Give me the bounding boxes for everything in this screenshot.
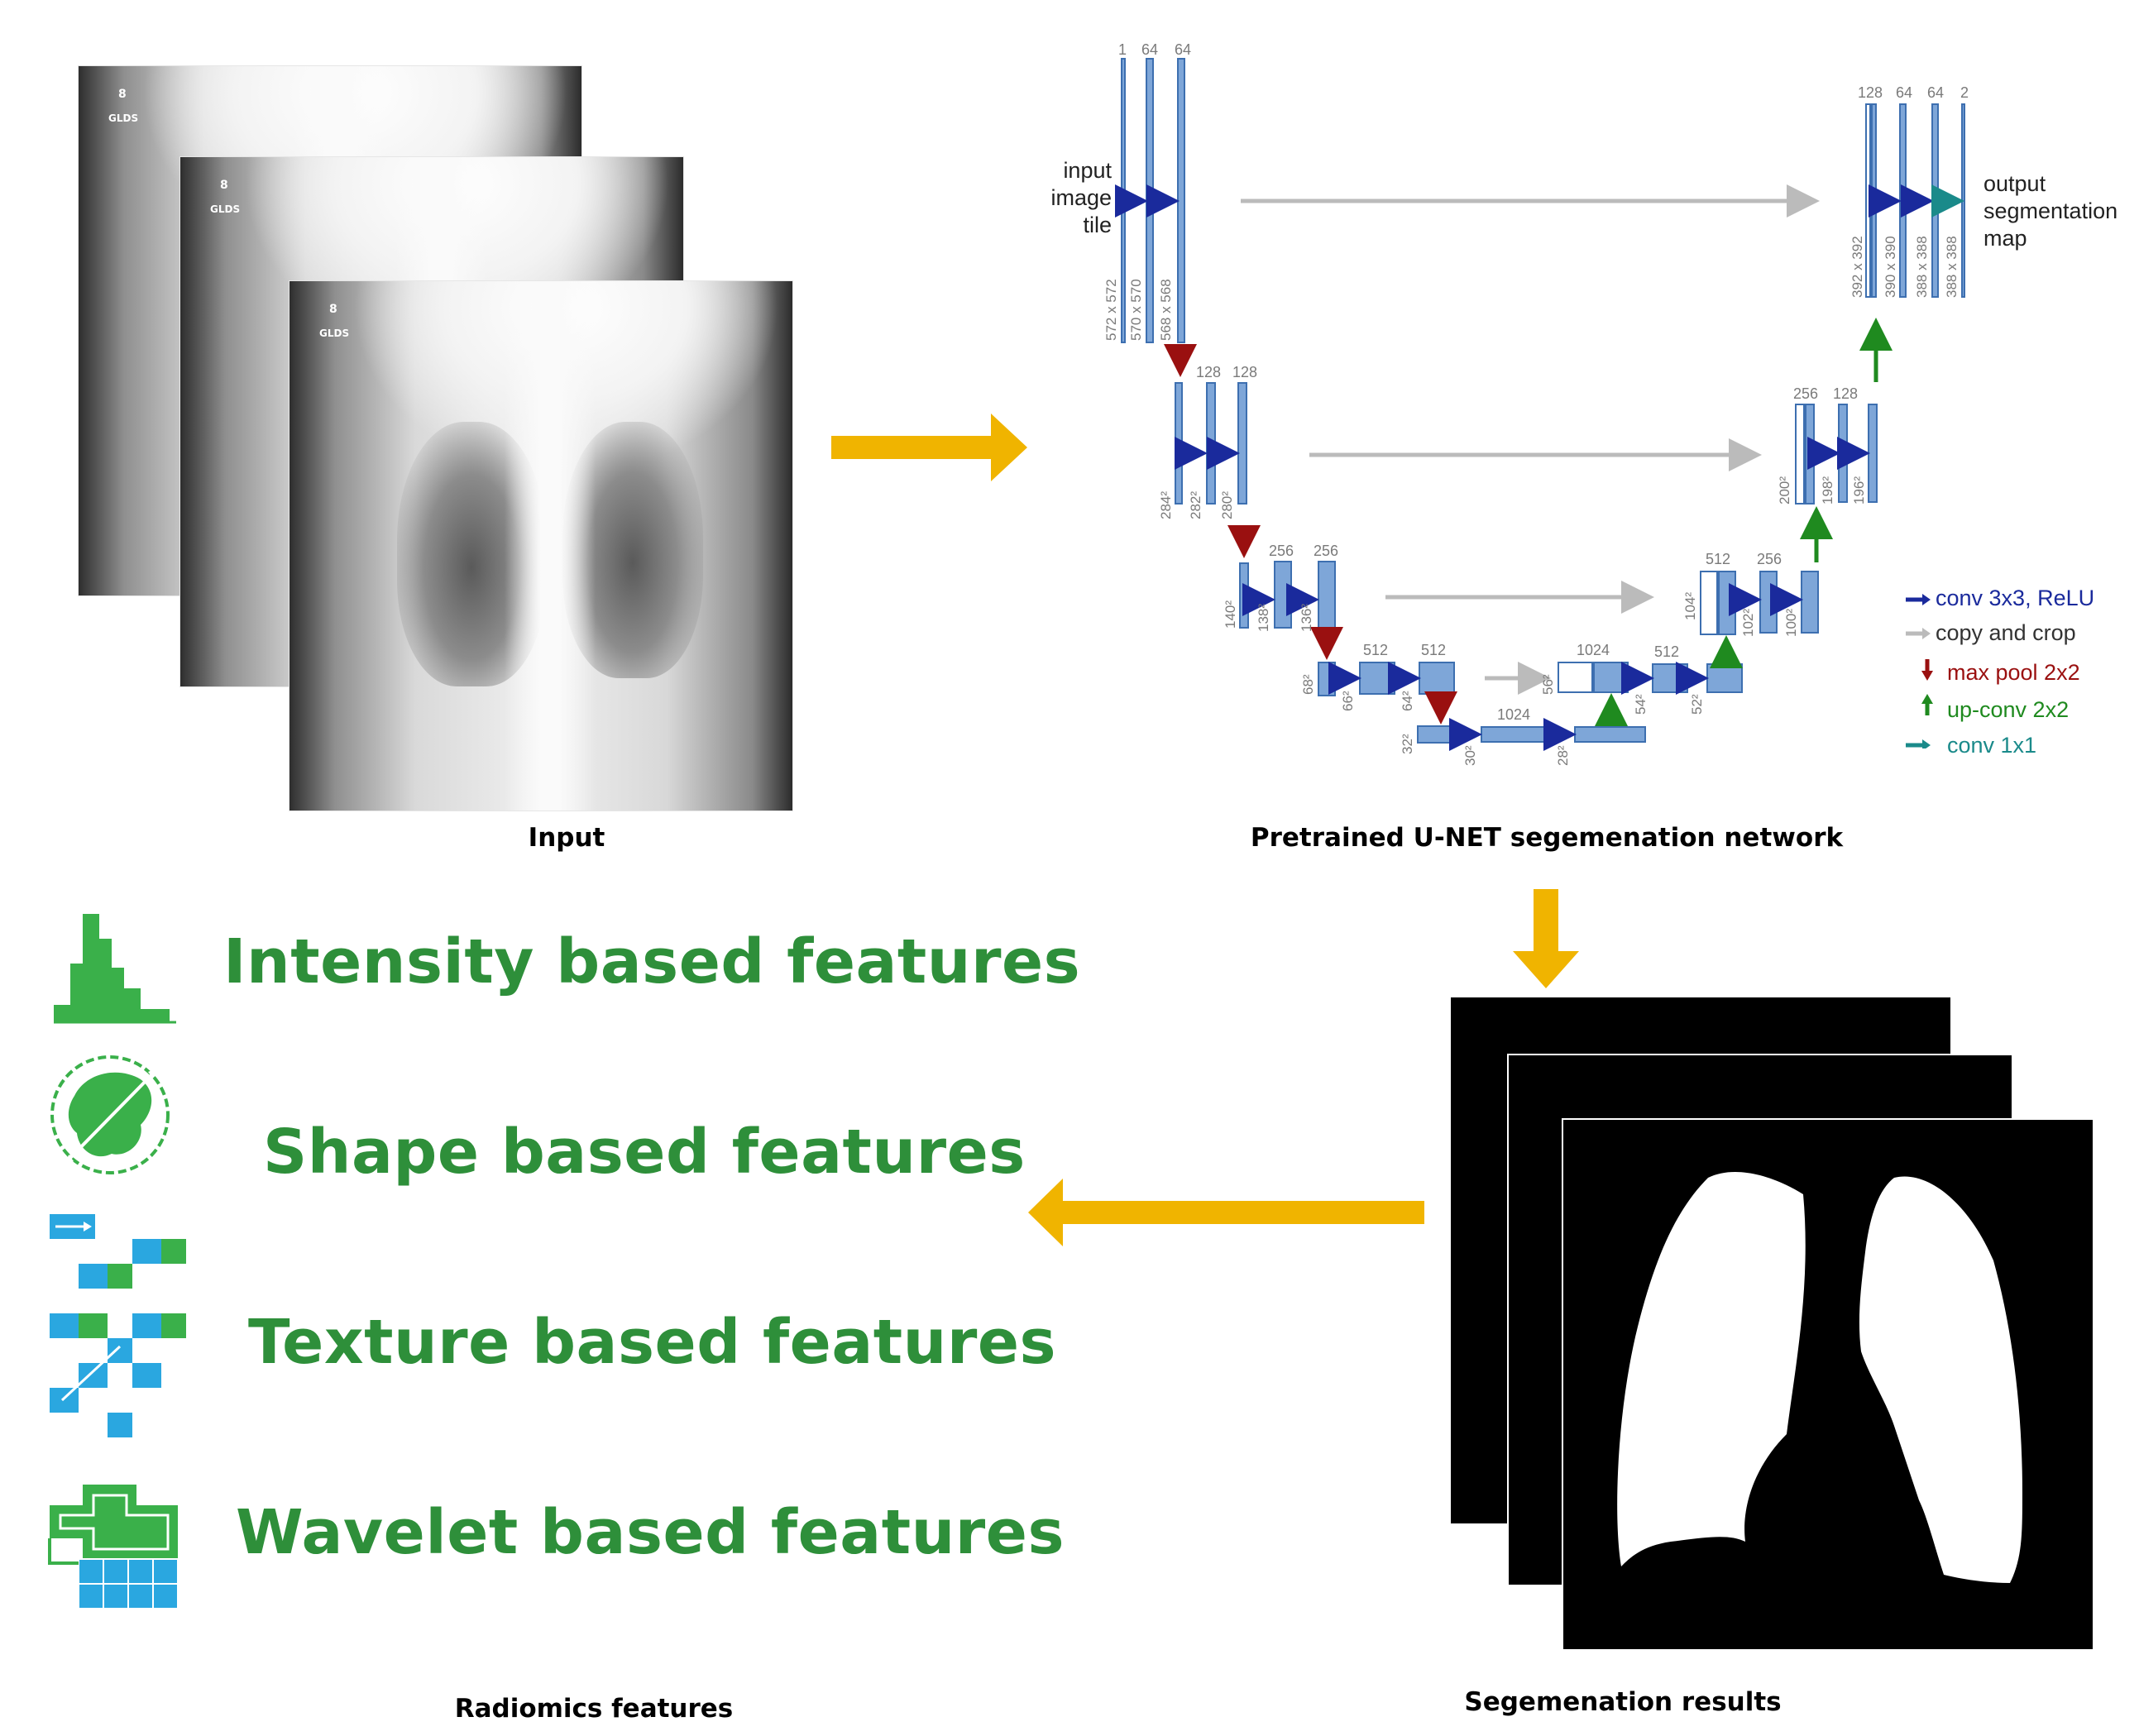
unet-channel-label: 512 — [1363, 642, 1389, 658]
unet-output-label: output segmentation map — [1983, 171, 2118, 251]
unet-channel-label: 256 — [1757, 551, 1782, 567]
unet-channel-label: 128 — [1232, 364, 1258, 380]
feature-label-shape: Shape based features — [263, 1117, 1026, 1188]
unet-size-label: 100² — [1783, 608, 1799, 637]
unet-size-label: 390 x 390 — [1883, 236, 1898, 298]
shape-icon — [50, 1055, 170, 1174]
lung-mask — [1617, 1171, 2022, 1583]
legend-upconv-label: up-conv 2x2 — [1947, 697, 2070, 722]
unet-channel-label: 1024 — [1497, 706, 1531, 723]
xray-marker-sub: GLDS — [108, 112, 139, 124]
unet-size-label: 52² — [1689, 694, 1705, 715]
unet-block — [1706, 663, 1743, 693]
unet-channel-label: 64 — [1896, 84, 1913, 101]
xray-marker: 8 — [220, 179, 228, 192]
segmentation-mask-front — [1562, 1118, 2094, 1651]
unet-input-label: input image tile — [1050, 158, 1112, 237]
unet-size-label: 568 x 568 — [1158, 279, 1174, 341]
unet-channel-label: 256 — [1793, 385, 1819, 402]
xray-marker-sub: GLDS — [210, 203, 241, 215]
unet-size-label: 198² — [1820, 476, 1835, 505]
unet-channel-label: 512 — [1706, 551, 1731, 567]
xray-marker: 8 — [118, 88, 127, 101]
feature-label-wavelet: Wavelet based features — [236, 1497, 1065, 1568]
xray-marker-sub: GLDS — [319, 328, 350, 339]
unet-size-label: 136² — [1299, 603, 1314, 632]
unet-size-label: 56² — [1540, 674, 1556, 695]
feature-label-texture: Texture based features — [248, 1307, 1057, 1378]
unet-size-label: 104² — [1682, 591, 1698, 620]
feature-label-intensity: Intensity based features — [223, 926, 1081, 997]
unet-size-label: 392 x 392 — [1849, 236, 1865, 298]
legend-copy-label: copy and crop — [1936, 620, 2076, 645]
unet-channel-label: 128 — [1858, 84, 1883, 101]
unet-size-label: 388 x 388 — [1914, 236, 1930, 298]
unet-size-label: 30² — [1462, 745, 1478, 766]
input-caption: Input — [528, 823, 605, 853]
arrow-segmentation-to-features — [1028, 1179, 1424, 1246]
histogram-icon — [54, 914, 176, 1024]
unet-channel-label: 2 — [1960, 84, 1969, 101]
legend-maxpool-label: max pool 2x2 — [1947, 660, 2080, 685]
unet-size-label: 28² — [1555, 745, 1571, 766]
unet-block — [1558, 662, 1593, 693]
unet-channel-label: 128 — [1196, 364, 1222, 380]
unet-channel-label: 1024 — [1577, 642, 1610, 658]
unet-channel-label: 128 — [1833, 385, 1859, 402]
unet-block — [1795, 404, 1805, 505]
segmentation-caption: Segemenation results — [1464, 1687, 1782, 1717]
unet-size-label: 64² — [1400, 691, 1415, 711]
radiomics-caption: Radiomics features — [454, 1694, 734, 1724]
unet-channel-label: 1 — [1118, 41, 1127, 58]
unet-channel-label: 64 — [1175, 41, 1192, 58]
unet-size-label: 280² — [1219, 490, 1235, 519]
unet-size-label: 138² — [1256, 603, 1271, 632]
xray-image-front: 8 GLDS — [290, 281, 792, 811]
unet-size-label: 284² — [1158, 490, 1174, 519]
unet-channel-label: 256 — [1314, 543, 1339, 559]
unet-channel-label: 256 — [1269, 543, 1294, 559]
xray-marker: 8 — [329, 303, 337, 316]
unet-size-label: 32² — [1400, 734, 1415, 754]
legend-conv1x1-label: conv 1x1 — [1947, 733, 2037, 758]
arrow-input-to-unet — [831, 414, 1027, 481]
unet-size-label: 102² — [1740, 608, 1756, 637]
unet-size-label: 54² — [1633, 694, 1649, 715]
unet-size-label: 572 x 572 — [1103, 279, 1119, 341]
unet-size-label: 66² — [1340, 691, 1356, 711]
unet-size-label: 140² — [1223, 600, 1238, 629]
unet-caption: Pretrained U-NET segemenation network — [1250, 823, 1844, 853]
unet-size-label: 196² — [1851, 476, 1867, 505]
texture-icon — [50, 1214, 186, 1437]
unet-channel-label: 512 — [1654, 643, 1680, 660]
wavelet-icon — [48, 1485, 179, 1609]
unet-size-label: 388 x 388 — [1944, 236, 1960, 298]
unet-block — [1700, 571, 1718, 635]
legend-conv-label: conv 3x3, ReLU — [1936, 586, 2095, 610]
unet-size-label: 570 x 570 — [1128, 279, 1144, 341]
unet-size-label: 282² — [1188, 490, 1203, 519]
unet-channel-label: 64 — [1141, 41, 1159, 58]
unet-channel-label: 64 — [1927, 84, 1945, 101]
unet-size-label: 200² — [1777, 476, 1792, 505]
unet-block — [1419, 662, 1455, 695]
unet-size-label: 68² — [1300, 674, 1316, 695]
legend-icons — [1906, 594, 1933, 748]
unet-channel-label: 512 — [1421, 642, 1447, 658]
arrow-unet-to-segmentation — [1513, 889, 1579, 988]
